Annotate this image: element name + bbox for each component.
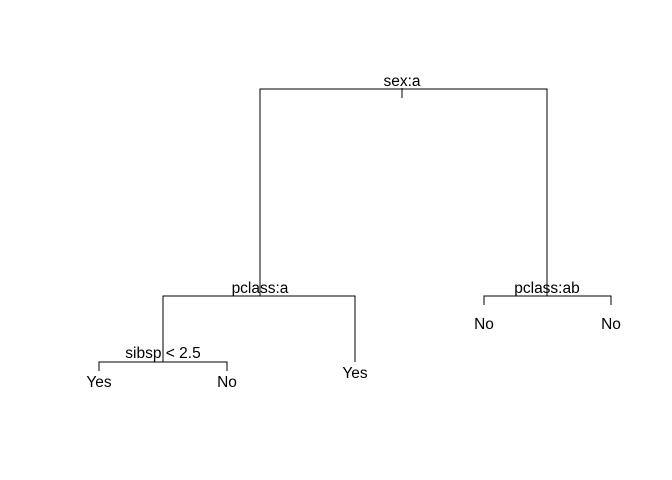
root-node: sex:a	[259, 73, 548, 296]
leaf-no-left-left: No	[217, 374, 237, 391]
leaf-yes-left-right: Yes	[342, 365, 368, 382]
left-branch	[162, 295, 356, 362]
leaf-no-right-right: No	[601, 316, 621, 333]
left-left-node: sibsp < 2.5 Yes No	[86, 345, 237, 391]
left-node: pclass:a	[162, 280, 356, 362]
left-split-label: pclass:a	[232, 280, 289, 297]
leaf-no-right-left: No	[474, 316, 494, 333]
right-split-label: pclass:ab	[514, 280, 579, 297]
left-left-split-label: sibsp < 2.5	[125, 345, 200, 362]
left-left-branch	[98, 361, 228, 371]
leaf-yes-left-left: Yes	[86, 374, 112, 391]
right-branch	[483, 295, 612, 305]
root-branch	[259, 88, 548, 296]
right-node: pclass:ab No No	[474, 280, 621, 333]
root-split-label: sex:a	[383, 73, 420, 90]
